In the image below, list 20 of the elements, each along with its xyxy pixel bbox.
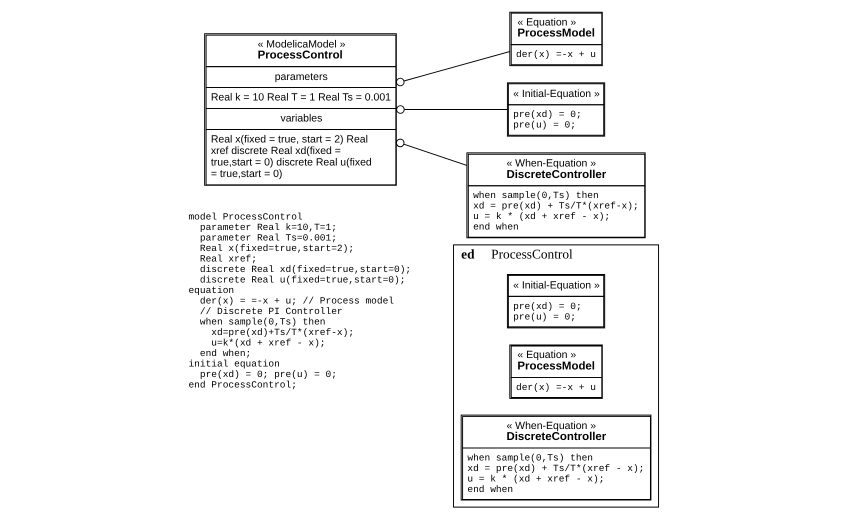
label: xd=pre(xd)+Ts/T*(xref-x);: [210, 327, 354, 338]
connector: [396, 105, 508, 114]
label: der(x) = =-x + u; // Process model: [199, 296, 394, 307]
label: parameter Real Ts=0.001;: [199, 232, 336, 244]
label: equation: [188, 285, 234, 296]
label: end ProcessControl;: [188, 379, 296, 390]
label: end when;: [199, 348, 251, 359]
connector: [396, 51, 510, 86]
label: model ProcessControl: [188, 212, 302, 223]
connector: [395, 138, 466, 166]
label: u=k*(xd + xref - x);: [210, 338, 326, 349]
label: pre(xd) = 0; pre(u) = 0;: [199, 368, 336, 380]
label: Real x(fixed=true,start=2);: [199, 243, 354, 254]
label: when sample(0,Ts) then: [199, 316, 326, 328]
label: // Discrete PI Controller: [199, 306, 342, 318]
label: discrete Real u(fixed=true,start=0);: [199, 274, 405, 286]
label: initial equation: [188, 358, 280, 370]
label: parameter Real k=10,T=1;: [199, 222, 336, 234]
label: discrete Real xd(fixed=true,start=0);: [199, 264, 411, 276]
label: Real xref;: [199, 254, 256, 265]
